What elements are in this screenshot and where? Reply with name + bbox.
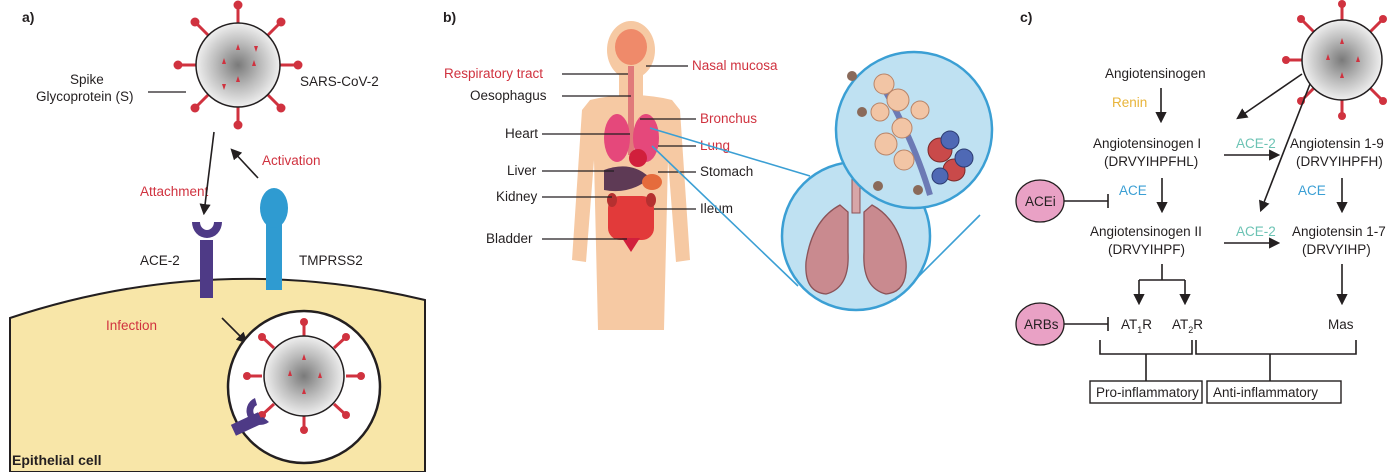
- ang19-line2: (DRVYIHPFH): [1296, 154, 1383, 169]
- anti-inflammatory-label: Anti-inflammatory: [1213, 385, 1318, 400]
- activation-arrow: [232, 150, 258, 178]
- panel-b: b) Respiratory tract Oesophagus Heart: [443, 9, 992, 330]
- ang17-line1: Angiotensin 1-7: [1292, 224, 1386, 239]
- activation-label: Activation: [262, 153, 321, 168]
- ang1-line1: Angiotensinogen I: [1093, 136, 1201, 151]
- ang2-line1: Angiotensinogen II: [1090, 224, 1202, 239]
- bladder-label: Bladder: [486, 231, 533, 246]
- heart-label: Heart: [505, 126, 538, 141]
- nasal-mucosa-label: Nasal mucosa: [692, 58, 778, 73]
- panel-c: c) Angio: [1016, 0, 1387, 403]
- ace2-top-label: ACE-2: [1236, 136, 1276, 151]
- virus-arrow-1: [1238, 74, 1302, 118]
- at1r-label: AT1R: [1121, 317, 1152, 335]
- ace-right-label: ACE: [1298, 183, 1326, 198]
- ang2-line2: (DRVYIHPF): [1108, 242, 1185, 257]
- ang17-line2: (DRVYIHP): [1302, 242, 1371, 257]
- alveoli-zoom-circle: [836, 52, 992, 208]
- tmprss2-receptor-icon: [260, 188, 288, 290]
- virus-label: SARS-CoV-2: [300, 74, 379, 89]
- panel-c-label: c): [1020, 9, 1032, 25]
- infection-label: Infection: [106, 318, 157, 333]
- respiratory-tract-label: Respiratory tract: [444, 66, 543, 81]
- virus-top-icon: [174, 1, 303, 130]
- virus-internal-icon: [243, 318, 365, 434]
- panel-a-label: a): [22, 9, 34, 25]
- acei-label: ACEi: [1025, 194, 1056, 209]
- arbs-label: ARBs: [1024, 317, 1059, 332]
- ace-left-label: ACE: [1119, 183, 1147, 198]
- anti-bracket: [1196, 340, 1356, 354]
- spike-label-line1: Spike: [70, 72, 104, 87]
- oesophagus-label: Oesophagus: [470, 88, 547, 103]
- ace2-label: ACE-2: [140, 253, 180, 268]
- attachment-arrow: [204, 132, 214, 213]
- mas-label: Mas: [1328, 317, 1354, 332]
- virus-right-icon: [1282, 0, 1387, 120]
- ace2-bottom-label: ACE-2: [1236, 224, 1276, 239]
- kidney-label: Kidney: [496, 189, 538, 204]
- epithelial-cell-label: Epithelial cell: [12, 452, 101, 468]
- renin-label: Renin: [1112, 95, 1147, 110]
- panel-b-label: b): [443, 9, 456, 25]
- liver-label: Liver: [507, 163, 537, 178]
- angiotensinogen-label: Angiotensinogen: [1105, 66, 1206, 81]
- pro-inflammatory-label: Pro-inflammatory: [1096, 385, 1199, 400]
- spike-label-line2: Glycoprotein (S): [36, 89, 134, 104]
- panel-a: a): [10, 1, 425, 472]
- at2r-label: AT2R: [1172, 317, 1203, 335]
- stomach-label: Stomach: [700, 164, 753, 179]
- attachment-label: Attachment: [140, 184, 209, 199]
- ang19-line1: Angiotensin 1-9: [1290, 136, 1384, 151]
- bronchus-label: Bronchus: [700, 111, 757, 126]
- pro-bracket: [1100, 340, 1192, 354]
- tmprss2-label: TMPRSS2: [299, 253, 363, 268]
- ang1-line2: (DRVYIHPFHL): [1104, 154, 1198, 169]
